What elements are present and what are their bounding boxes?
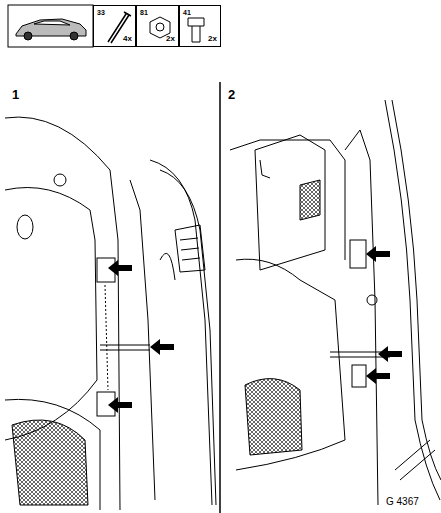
arrows-2	[366, 246, 402, 384]
door-opening-view-2	[230, 100, 441, 505]
panel-number: 2	[228, 88, 235, 101]
panel-number: 1	[12, 88, 19, 101]
bolt-icon	[188, 18, 204, 42]
arrows-1	[108, 260, 174, 413]
bolt-icon	[108, 12, 131, 43]
quantity: 4x	[123, 35, 132, 43]
speaker-grille	[12, 420, 88, 505]
part-number: 33	[97, 9, 105, 16]
quantity: 2x	[208, 35, 217, 43]
part-box: 41 2x	[179, 5, 221, 47]
speaker-grille	[245, 379, 302, 455]
part-number: 41	[183, 9, 191, 16]
part-box: 81 2x	[136, 5, 179, 47]
door-opening-view-1	[5, 117, 216, 510]
panel-divider	[219, 82, 221, 513]
figure-code: G 4367	[386, 497, 419, 507]
vehicle-box	[8, 5, 93, 47]
part-number: 81	[140, 9, 148, 16]
part-box: 33 4x	[93, 5, 136, 47]
quantity: 2x	[166, 35, 175, 43]
